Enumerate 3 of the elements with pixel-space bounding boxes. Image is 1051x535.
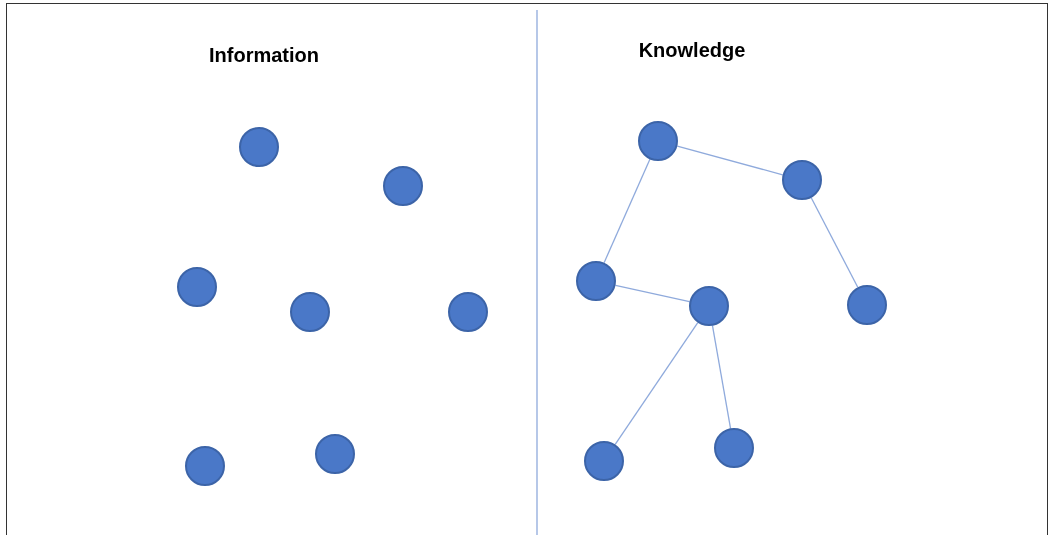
connector-line: [711, 325, 732, 429]
panel-heading: Knowledge: [637, 38, 747, 63]
panel-heading: Information: [208, 43, 320, 68]
